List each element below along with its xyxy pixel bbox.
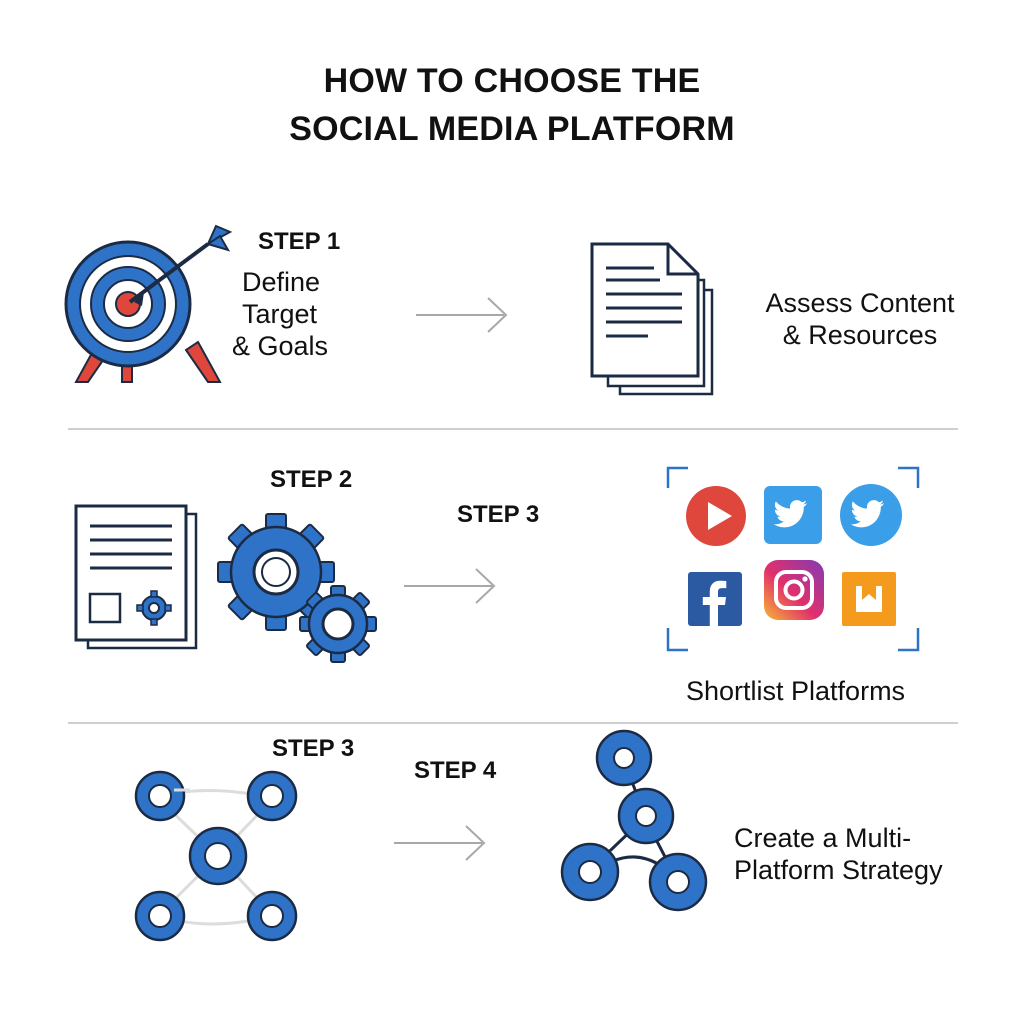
facebook-icon[interactable] xyxy=(688,572,744,628)
page-title-line-2: SOCIAL MEDIA PLATFORM xyxy=(289,110,735,148)
step-3-label-row-2: STEP 3 xyxy=(457,501,540,528)
define-target-goals-label: Define Target & Goals xyxy=(232,266,328,362)
arrow-right-icon xyxy=(394,825,486,861)
blogger-icon[interactable] xyxy=(842,572,898,628)
gears-icon xyxy=(217,513,377,663)
step-2-label: STEP 2 xyxy=(270,466,353,493)
document-with-gear-icon xyxy=(74,504,198,650)
target-with-arrow-icon xyxy=(64,224,233,383)
assess-content-line-2: & Resources xyxy=(782,320,938,350)
twitter-circle-icon[interactable] xyxy=(838,482,904,548)
network-nodes-icon xyxy=(134,770,298,942)
documents-icon xyxy=(590,242,714,396)
arrow-right-icon xyxy=(404,568,496,604)
assess-content-line-1: Assess Content xyxy=(765,288,955,318)
platforms-frame xyxy=(666,466,920,652)
step-3-label-row-3: STEP 3 xyxy=(272,735,355,762)
youtube-icon[interactable] xyxy=(684,484,748,548)
define-target-goals-line-1: Define xyxy=(242,267,321,297)
assess-content-resources-label: Assess Content & Resources xyxy=(740,287,980,351)
divider-2 xyxy=(68,722,958,724)
connected-nodes-icon xyxy=(560,729,708,912)
multi-platform-strategy-line-2: Platform Strategy xyxy=(734,855,943,885)
define-target-goals-line-3: & Goals xyxy=(232,331,329,361)
divider-1 xyxy=(68,428,958,430)
shortlist-platforms-label: Shortlist Platforms xyxy=(686,676,906,706)
twitter-icon[interactable] xyxy=(764,486,824,546)
instagram-icon[interactable] xyxy=(764,560,826,622)
arrow-right-icon xyxy=(416,297,508,333)
page-title-line-1: HOW TO CHOOSE THE xyxy=(323,62,701,100)
step-4-label: STEP 4 xyxy=(414,757,497,784)
multi-platform-strategy-line-1: Create a Multi- xyxy=(734,823,912,853)
multi-platform-strategy-label: Create a Multi- Platform Strategy xyxy=(734,822,943,886)
step-1-label: STEP 1 xyxy=(258,228,341,255)
define-target-goals-line-2: Target xyxy=(242,299,318,329)
